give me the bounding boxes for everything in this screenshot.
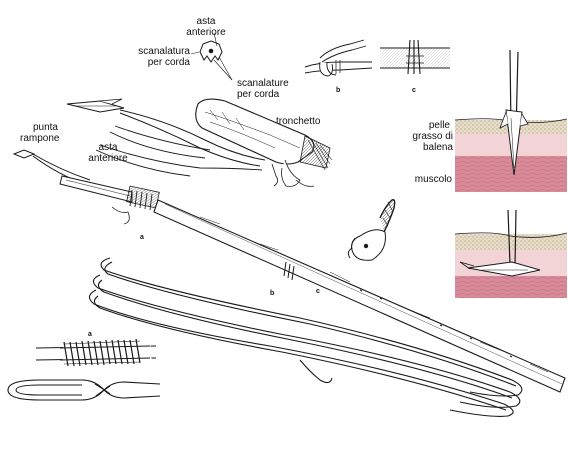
label-tronchetto: tronchetto <box>276 116 321 127</box>
label-detail-a-bottom: a <box>88 331 92 338</box>
loop-knot-detail <box>7 379 161 401</box>
label-marker-b-shaft: b <box>270 290 275 297</box>
coiled-line <box>88 257 523 417</box>
label-grasso-di-balena: grasso di balena <box>412 131 453 153</box>
harpoon-head-assembly <box>66 98 333 187</box>
label-asta-anteriore-mid: asta anteriore <box>88 142 128 164</box>
label-scanalatura-per-corda: scanalatura per corda <box>138 46 190 68</box>
tissue-panel-1 <box>454 49 568 192</box>
line-toggle <box>347 198 396 261</box>
foreshaft-cross-section <box>190 32 233 81</box>
label-detail-b-top: b <box>336 87 341 94</box>
tissue-panel-2 <box>454 209 568 298</box>
label-marker-a-shaft: a <box>140 234 144 241</box>
knot-detail-b <box>304 39 373 77</box>
label-scanalature-per-corda: scanalature per corda <box>237 78 289 100</box>
harpoon-shaft <box>12 149 566 393</box>
label-marker-c-shaft: c <box>316 288 320 295</box>
lashing-detail-c <box>380 39 450 75</box>
lashing-detail-a <box>35 338 157 368</box>
label-asta-anteriore-top: asta anteriore <box>186 16 226 38</box>
label-punta-rampone: punta rampone <box>20 122 60 144</box>
label-muscolo: muscolo <box>414 174 452 185</box>
label-pelle: pelle <box>428 120 450 131</box>
label-detail-c-top: c <box>412 87 416 94</box>
